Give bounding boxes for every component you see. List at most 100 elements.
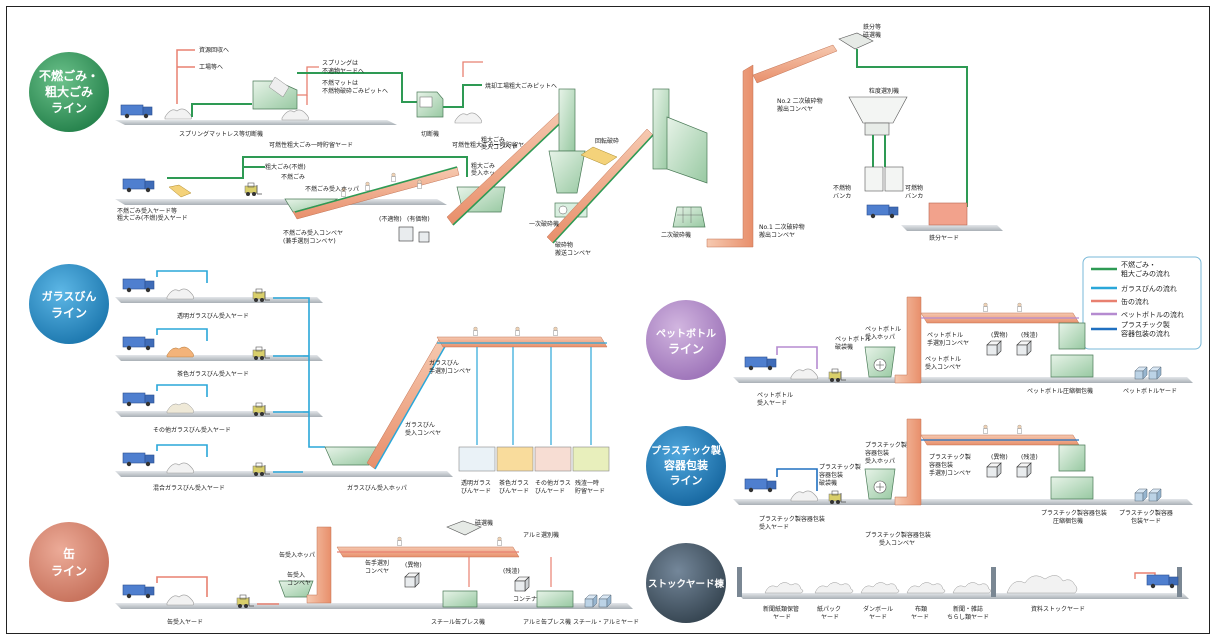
label-f-sodai: 粗大ごみ(不燃) [265,163,306,171]
badge-pet-text-2: ライン [668,342,704,356]
label-s-y1b: ヤード [773,614,791,621]
label-c-yard: 缶受入ヤード [167,618,203,626]
label-f-accept-yard-1: 不燃ごみ受入ヤード等 [117,207,177,215]
legend-item-plastic-2: 容器包装の流れ [1121,329,1170,338]
label-pl-breaker-3: 破袋機 [819,479,837,487]
label-f-no2-b: 搬出コンベヤ [777,105,813,113]
label-p-yard-out: ペットボトルヤード [1123,387,1177,395]
label-pl-yard-out-1: プラスチック製容器 [1119,509,1173,517]
label-f-crush-conv-1: 破砕物 [555,241,573,249]
label-f-futeki: (不適物) [379,215,402,223]
label-pl-hopper-2: 容器包装 [865,449,889,457]
label-f-bunker-k-1: 可燃物 [905,184,923,192]
label-c-hopper: 缶受入ホッパ [279,551,315,559]
badge-funen-text-2: 粗大ごみ [45,84,93,99]
label-f-mat-2: 不燃物破砕ごみピットへ [322,87,388,95]
label-p-futeki: (残渣) [1021,331,1038,339]
legend-item-glass: ガラスびんの流れ [1121,284,1177,293]
label-f-yard-large: 可燃性粗大ごみ一時貯留ヤード [269,141,353,149]
label-f-spring-1: スプリングは [322,59,358,67]
label-pl-hopper-3: 受入ホッパ [865,457,895,465]
label-p-hand-1: ペットボトル [927,331,963,339]
label-s-y5b: ちらし類ヤード [947,613,989,621]
label-p-yard-in-1: ペットボトル [757,391,793,399]
label-p-hopper-2: 受入ホッパ [865,333,895,341]
badge-glass-text-1: ガラスびん [42,289,97,303]
badge-plastic-text-3: ライン [670,474,703,487]
label-c-press-al: アルミ缶プレス機 [523,618,571,626]
badge-plastic-line: プラスチック製 容器包装 ライン [646,426,726,506]
label-f-yugai: (有価物) [407,215,430,223]
label-p-accept-2: 受入コンベヤ [925,363,961,371]
label-c-futeki: (残渣) [503,567,520,575]
label-c-conv-2: コンベヤ [287,580,311,587]
label-pl-hand-2: 容器包装 [929,461,953,469]
label-f-iron-yard: 鉄分ヤード [929,234,959,242]
label-s-y3a: ダンボール [863,605,893,613]
label-f-bunker-f-2: バンカ [833,193,851,200]
label-pl-hand-1: プラスチック製 [929,453,971,461]
badge-glass-line: ガラスびん ライン [29,264,109,344]
label-p-press: ペットボトル圧縮梱包機 [1027,387,1093,395]
label-f-bunker-k-2: バンカ [905,193,923,200]
label-pl-hopper-1: プラスチック製 [865,441,907,449]
label-s-y3b: ヤード [869,614,887,621]
label-c-yard-out: スチール・アルミヤード [573,619,639,626]
label-f-mat-1: 不燃マットは [322,79,358,87]
label-pl-breaker-2: 容器包装 [819,471,843,479]
label-pl-press-1: プラスチック製容器包装 [1041,509,1107,517]
flow-diagram: 不燃ごみ・ 粗大ごみ ライン ガラスびん ライン 缶 ライン ペットボトル ライ… [7,7,1211,635]
label-p-breaker-2: 破袋機 [835,343,853,351]
label-c-press-steel: スチール缶プレス機 [431,618,485,626]
label-g-hopper: ガラスびん受入ホッパ [347,484,407,492]
label-g-y4b: 貯留ヤード [575,487,605,495]
badge-plastic-text-2: 容器包装 [663,458,708,472]
legend-item-funen: 不燃ごみ・ [1121,260,1156,269]
label-s-y1a: 新聞紙類保管 [763,605,799,613]
badge-can-text-1: 缶 [63,546,75,561]
label-f-no1-a: No.1 二次破砕物 [759,223,805,231]
label-f-sodai-hopper-1: 粗大ごみ [471,162,495,170]
label-p-hopper-1: ペットボトル [865,325,901,333]
badge-funen-text-3: ライン [51,101,87,115]
label-c-magnet: 磁選機 [475,519,493,527]
label-g-conv-1: ガラスびん [405,421,435,429]
badge-funen-text-1: 不燃ごみ・ [39,68,99,83]
label-pl-accept-2: 受入コンベヤ [879,539,915,547]
label-g-conv-2: 受入コンベヤ [405,429,441,437]
label-c-hand-2: コンベヤ [365,568,389,575]
label-f-sorter: 粒度選別機 [869,87,899,95]
label-f-kojo: 工場等へ [199,63,223,71]
stock-yard-flow: 新聞紙類保管 ヤード 紙パック ヤード ダンボール ヤード 布類 ヤード 新聞・… [737,567,1189,621]
badge-pet-line: ペットボトル ライン [646,300,726,380]
label-f-cutter: 切断機 [421,130,439,138]
legend-item-plastic: プラスチック製 [1121,320,1170,329]
label-g-y1a: 透明ガラス [461,479,491,487]
label-f-rotation: 回転破砕 [595,137,619,145]
label-c-al: アルミ選別機 [523,531,559,539]
legend: 不燃ごみ・ 粗大ごみの流れ ガラスびんの流れ 缶の流れ ペットボトルの流れ プラ… [1083,257,1201,349]
badge-pet-text-1: ペットボトル [656,327,716,340]
label-p-yugai: (異物) [991,331,1008,339]
label-s-y6: 資料ストックヤード [1031,605,1085,613]
label-f-resource: 資源回収へ [199,46,229,54]
label-p-hand-2: 手選別コンベヤ [927,339,969,347]
badge-can-text-2: ライン [51,564,87,578]
label-s-y4b: ヤード [911,614,929,621]
label-g-y2a: 茶色ガラス [499,479,529,487]
label-g-y3b: びんヤード [535,487,565,495]
legend-item-can: 缶の流れ [1121,297,1149,306]
label-g-mixed: 混合ガラスびん受入ヤード [153,484,225,492]
label-f-primary: 一次破砕機 [529,220,559,228]
label-f-no2-a: No.2 二次破砕物 [777,97,823,105]
badge-stock-text-1: ストックヤード棟 [648,578,725,590]
label-f-funen: 不燃ごみ [281,173,305,181]
legend-item-pet: ペットボトルの流れ [1121,310,1184,319]
label-g-y4a: 残渣一時 [575,479,599,487]
label-pl-hand-3: 手選別コンベヤ [929,469,971,477]
label-f-pit: 焼却工場粗大ごみピットへ [485,82,557,90]
label-pl-press-2: 圧縮梱包機 [1053,517,1083,525]
label-f-mattress-machine: スプリングマットレス等切断機 [179,130,263,138]
label-s-y2b: ヤード [821,614,839,621]
diagram-frame: 不燃ごみ・ 粗大ごみ ライン ガラスびん ライン 缶 ライン ペットボトル ライ… [6,6,1210,634]
